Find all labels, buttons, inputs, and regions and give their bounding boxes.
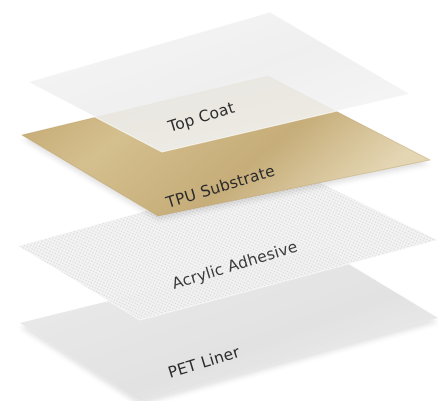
top-coat-layer: Top Coat [26, 11, 412, 153]
top-coat-sheet [28, 12, 410, 152]
pet-liner-layer: PET Liner [20, 248, 438, 401]
pet-liner-sheet [20, 248, 438, 401]
acrylic-adhesive-sheet [18, 170, 438, 320]
